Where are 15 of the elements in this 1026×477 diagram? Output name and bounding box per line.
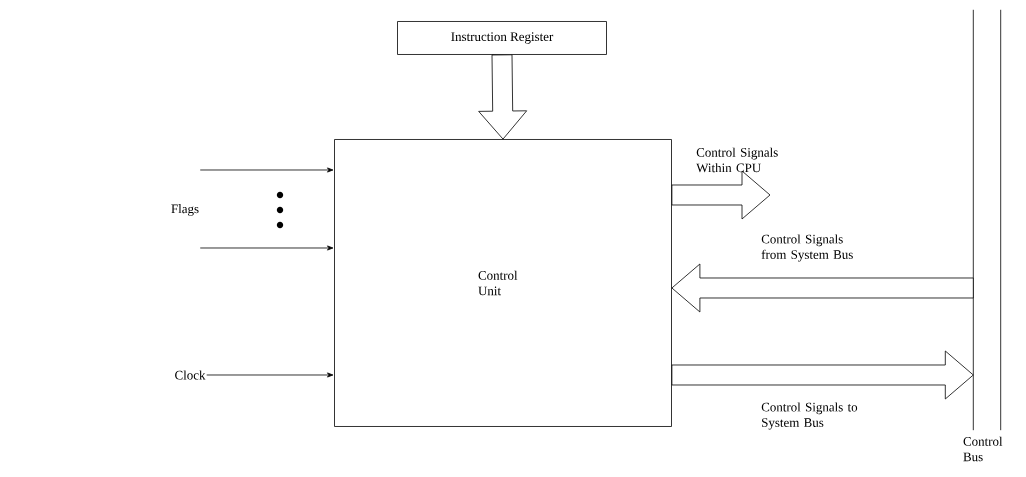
edge-label: Control Signals from System Bus xyxy=(761,234,853,262)
control-bus: Control Bus xyxy=(963,9,1003,462)
arrow xyxy=(206,372,334,378)
edge-label: Control Signals Within CPU xyxy=(696,147,778,173)
arrow xyxy=(199,167,334,173)
block-arrow xyxy=(671,350,974,400)
block-arrow xyxy=(671,263,974,313)
input-label: Clock xyxy=(175,370,206,380)
control-unit-box: Control Unit xyxy=(334,139,672,427)
arrow xyxy=(199,245,334,251)
edge-label: Control Signals to System Bus xyxy=(761,402,858,430)
block-arrow xyxy=(478,54,528,140)
input-label: Flags xyxy=(171,204,199,216)
block-arrow xyxy=(671,170,771,220)
register-box: Instruction Register xyxy=(397,21,607,55)
